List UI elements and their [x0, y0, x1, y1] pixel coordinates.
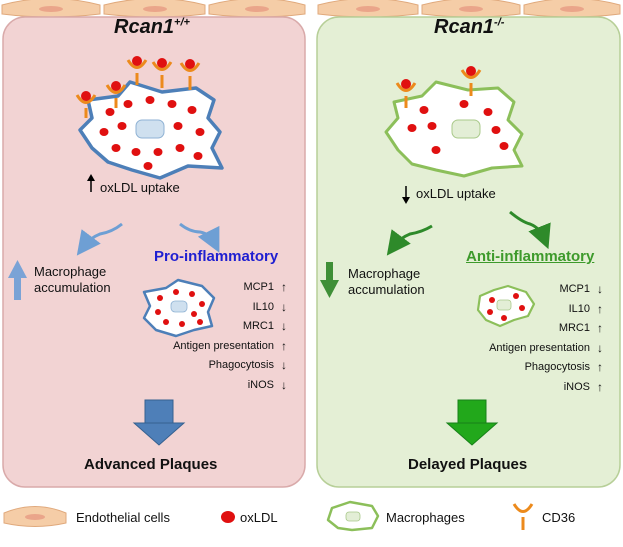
endothelial-layer-right: [317, 0, 621, 18]
left-outcome-label: Advanced Plaques: [84, 456, 218, 473]
left-marker-mcp1: MCP1: [243, 281, 274, 293]
wavy-arrow-right-to-phenotype: [509, 210, 551, 250]
left-accumulation-line1: Macrophage: [34, 264, 107, 279]
right-arrow-il10: ↑: [597, 301, 603, 316]
left-marker-inos: iNOS: [247, 378, 274, 391]
left-small-macrophage: [142, 278, 216, 338]
right-accumulation-line1: Macrophage: [348, 266, 421, 281]
left-arrow-inos: ↓: [281, 377, 287, 392]
right-marker-mcp1: MCP1: [559, 283, 590, 295]
legend-macrophages-label: Macrophages: [386, 510, 465, 525]
left-accumulation-label: Macrophage accumulation: [34, 264, 111, 296]
right-phenotype-label: Anti-inflammatory: [466, 248, 595, 265]
cd36-bound-oxldl-left: [81, 56, 195, 101]
legend-cd36-label: CD36: [542, 510, 576, 525]
right-title-base: Rcan1: [434, 16, 495, 38]
left-title-base: Rcan1: [114, 16, 175, 38]
left-panel-bg: [2, 16, 306, 488]
right-accumulation-label: Macrophage accumulation: [348, 266, 425, 298]
cd36-receptors-left: [75, 59, 201, 118]
wavy-arrow-right-to-accumulation: [386, 224, 433, 256]
left-arrow-mrc1: ↓: [281, 319, 287, 334]
outcome-arrow-left: [132, 399, 186, 446]
right-title-genotype: -/-: [494, 16, 505, 29]
uptake-up-arrowhead: [87, 174, 95, 181]
right-outcome-label: Delayed Plaques: [408, 456, 528, 473]
wavy-arrow-left-to-phenotype: [179, 222, 220, 253]
legend-endothelial-symbol: [3, 506, 67, 527]
right-marker-mrc1: MRC1: [558, 322, 590, 335]
left-arrow-mcp1: ↑: [281, 280, 287, 294]
right-arrow-phagocytosis: ↑: [597, 360, 603, 375]
legend-oxldl-label: oxLDL: [240, 510, 278, 525]
right-marker-list: MCP1 IL10 MRC1 Antigen presentation Phag…: [468, 280, 590, 398]
left-marker-mrc1: MRC1: [242, 320, 274, 333]
left-uptake-label: oxLDL uptake: [100, 180, 180, 195]
right-marker-inos: iNOS: [563, 380, 590, 393]
left-marker-arrows: ↑ ↓ ↓ ↑ ↓ ↓: [277, 278, 291, 396]
left-arrow-il10: ↓: [281, 299, 287, 314]
left-accumulation-line2: accumulation: [34, 280, 111, 295]
legend-cd36-symbol: [512, 503, 534, 530]
left-title-genotype: +/+: [174, 16, 190, 29]
left-marker-phagocytosis: Phagocytosis: [208, 359, 274, 372]
uptake-down-arrowhead: [402, 197, 410, 204]
endothelial-layer-left: [1, 0, 306, 18]
right-uptake-label: oxLDL uptake: [416, 186, 496, 201]
left-phenotype-label: Pro-inflammatory: [154, 248, 279, 265]
right-marker-phagocytosis: Phagocytosis: [524, 361, 590, 374]
right-arrow-inos: ↑: [597, 379, 603, 394]
right-marker-il10: IL10: [568, 302, 590, 315]
outcome-arrow-right: [445, 399, 499, 446]
left-marker-il10: IL10: [252, 300, 274, 313]
cd36-bound-oxldl-right: [401, 66, 476, 89]
left-marker-antigen: Antigen presentation: [173, 339, 274, 352]
cd36-receptors-right: [395, 69, 482, 108]
legend-endothelial-label: Endothelial cells: [76, 510, 170, 525]
accumulation-up-arrow-left: [8, 260, 27, 300]
left-arrow-phagocytosis: ↓: [281, 358, 287, 373]
left-arrow-antigen: ↑: [281, 338, 287, 353]
right-arrow-mcp1: ↓: [597, 282, 603, 296]
legend-oxldl-symbol: [221, 511, 235, 523]
wavy-arrow-left-to-accumulation: [76, 222, 123, 256]
accumulation-down-arrow-right: [320, 262, 339, 298]
right-marker-arrows: ↓ ↑ ↑ ↓ ↑ ↑: [593, 280, 607, 398]
right-panel-title: Rcan1-/-: [434, 16, 504, 39]
right-small-macrophage: [476, 284, 536, 328]
right-arrow-antigen: ↓: [597, 340, 603, 355]
left-marker-list: MCP1 IL10 MRC1 Antigen presentation Phag…: [152, 278, 274, 396]
left-panel-title: Rcan1+/+: [114, 16, 190, 39]
right-accumulation-line2: accumulation: [348, 282, 425, 297]
legend-macrophage-symbol: [326, 500, 380, 532]
right-macrophage: [384, 80, 524, 178]
right-marker-antigen: Antigen presentation: [489, 341, 590, 354]
right-arrow-mrc1: ↑: [597, 321, 603, 336]
